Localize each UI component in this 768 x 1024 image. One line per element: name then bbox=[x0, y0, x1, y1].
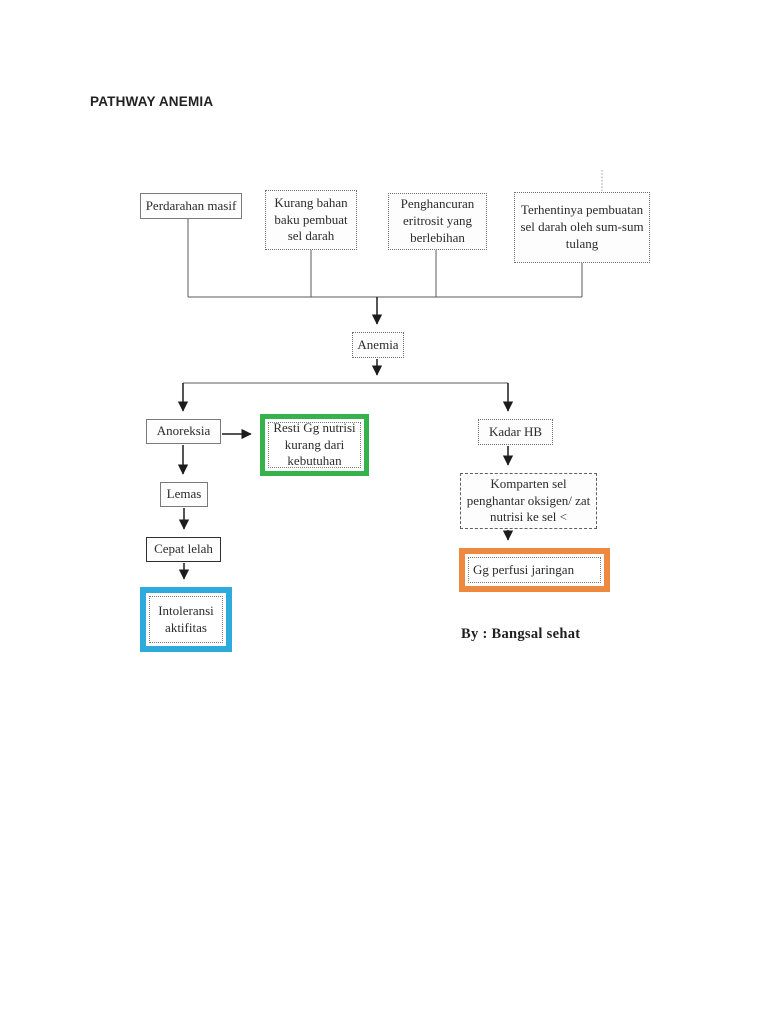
node-inner-box: Resti Gg nutrisi kurang dari kebutuhan bbox=[268, 419, 361, 469]
node-perdarahan-masif: Perdarahan masif bbox=[140, 193, 242, 219]
node-label: Resti Gg nutrisi kurang dari kebutuhan bbox=[273, 419, 356, 469]
node-label: Gg perfusi jaringan bbox=[473, 561, 575, 577]
node-penghancuran-eritrosit: Penghancuran eritrosit yang berlebihan bbox=[388, 193, 487, 250]
node-label: Anemia bbox=[357, 336, 399, 352]
node-resti-gg-nutrisi: Resti Gg nutrisi kurang dari kebutuhan bbox=[260, 414, 369, 476]
node-label: Kurang bahan baku pembuat sel darah bbox=[274, 194, 348, 244]
page-title: PATHWAY ANEMIA bbox=[90, 94, 214, 109]
node-label: Intoleransi aktifitas bbox=[158, 602, 214, 635]
node-gg-perfusi-jaringan: Gg perfusi jaringan bbox=[459, 548, 610, 592]
node-kadar-hb: Kadar HB bbox=[478, 419, 553, 445]
node-label: Anoreksia bbox=[156, 423, 211, 439]
node-inner-box: Gg perfusi jaringan bbox=[468, 557, 601, 583]
node-label: Komparten sel penghantar oksigen/ zat nu… bbox=[466, 475, 591, 525]
node-anoreksia: Anoreksia bbox=[146, 419, 221, 444]
node-komparten-sel: Komparten sel penghantar oksigen/ zat nu… bbox=[460, 473, 597, 529]
node-label: Penghancuran eritrosit yang berlebihan bbox=[400, 196, 475, 245]
node-label: Kadar HB bbox=[488, 423, 543, 439]
node-inner-box: Intoleransi aktifitas bbox=[149, 596, 223, 643]
node-lemas: Lemas bbox=[160, 482, 208, 507]
node-label: Perdarahan masif bbox=[145, 197, 237, 213]
node-kurang-bahan-baku: Kurang bahan baku pembuat sel darah bbox=[265, 190, 357, 250]
author-byline: By : Bangsal sehat bbox=[461, 626, 581, 642]
node-intoleransi-aktifitas: Intoleransi aktifitas bbox=[140, 587, 232, 652]
node-label: Terhentinya pembuatan sel darah oleh sum… bbox=[520, 202, 644, 251]
node-label: Cepat lelah bbox=[154, 541, 213, 557]
node-terhentinya-pembuatan: Terhentinya pembuatan sel darah oleh sum… bbox=[514, 192, 650, 263]
node-label: Lemas bbox=[166, 486, 202, 502]
node-anemia: Anemia bbox=[352, 332, 404, 358]
node-cepat-lelah: Cepat lelah bbox=[146, 537, 221, 562]
